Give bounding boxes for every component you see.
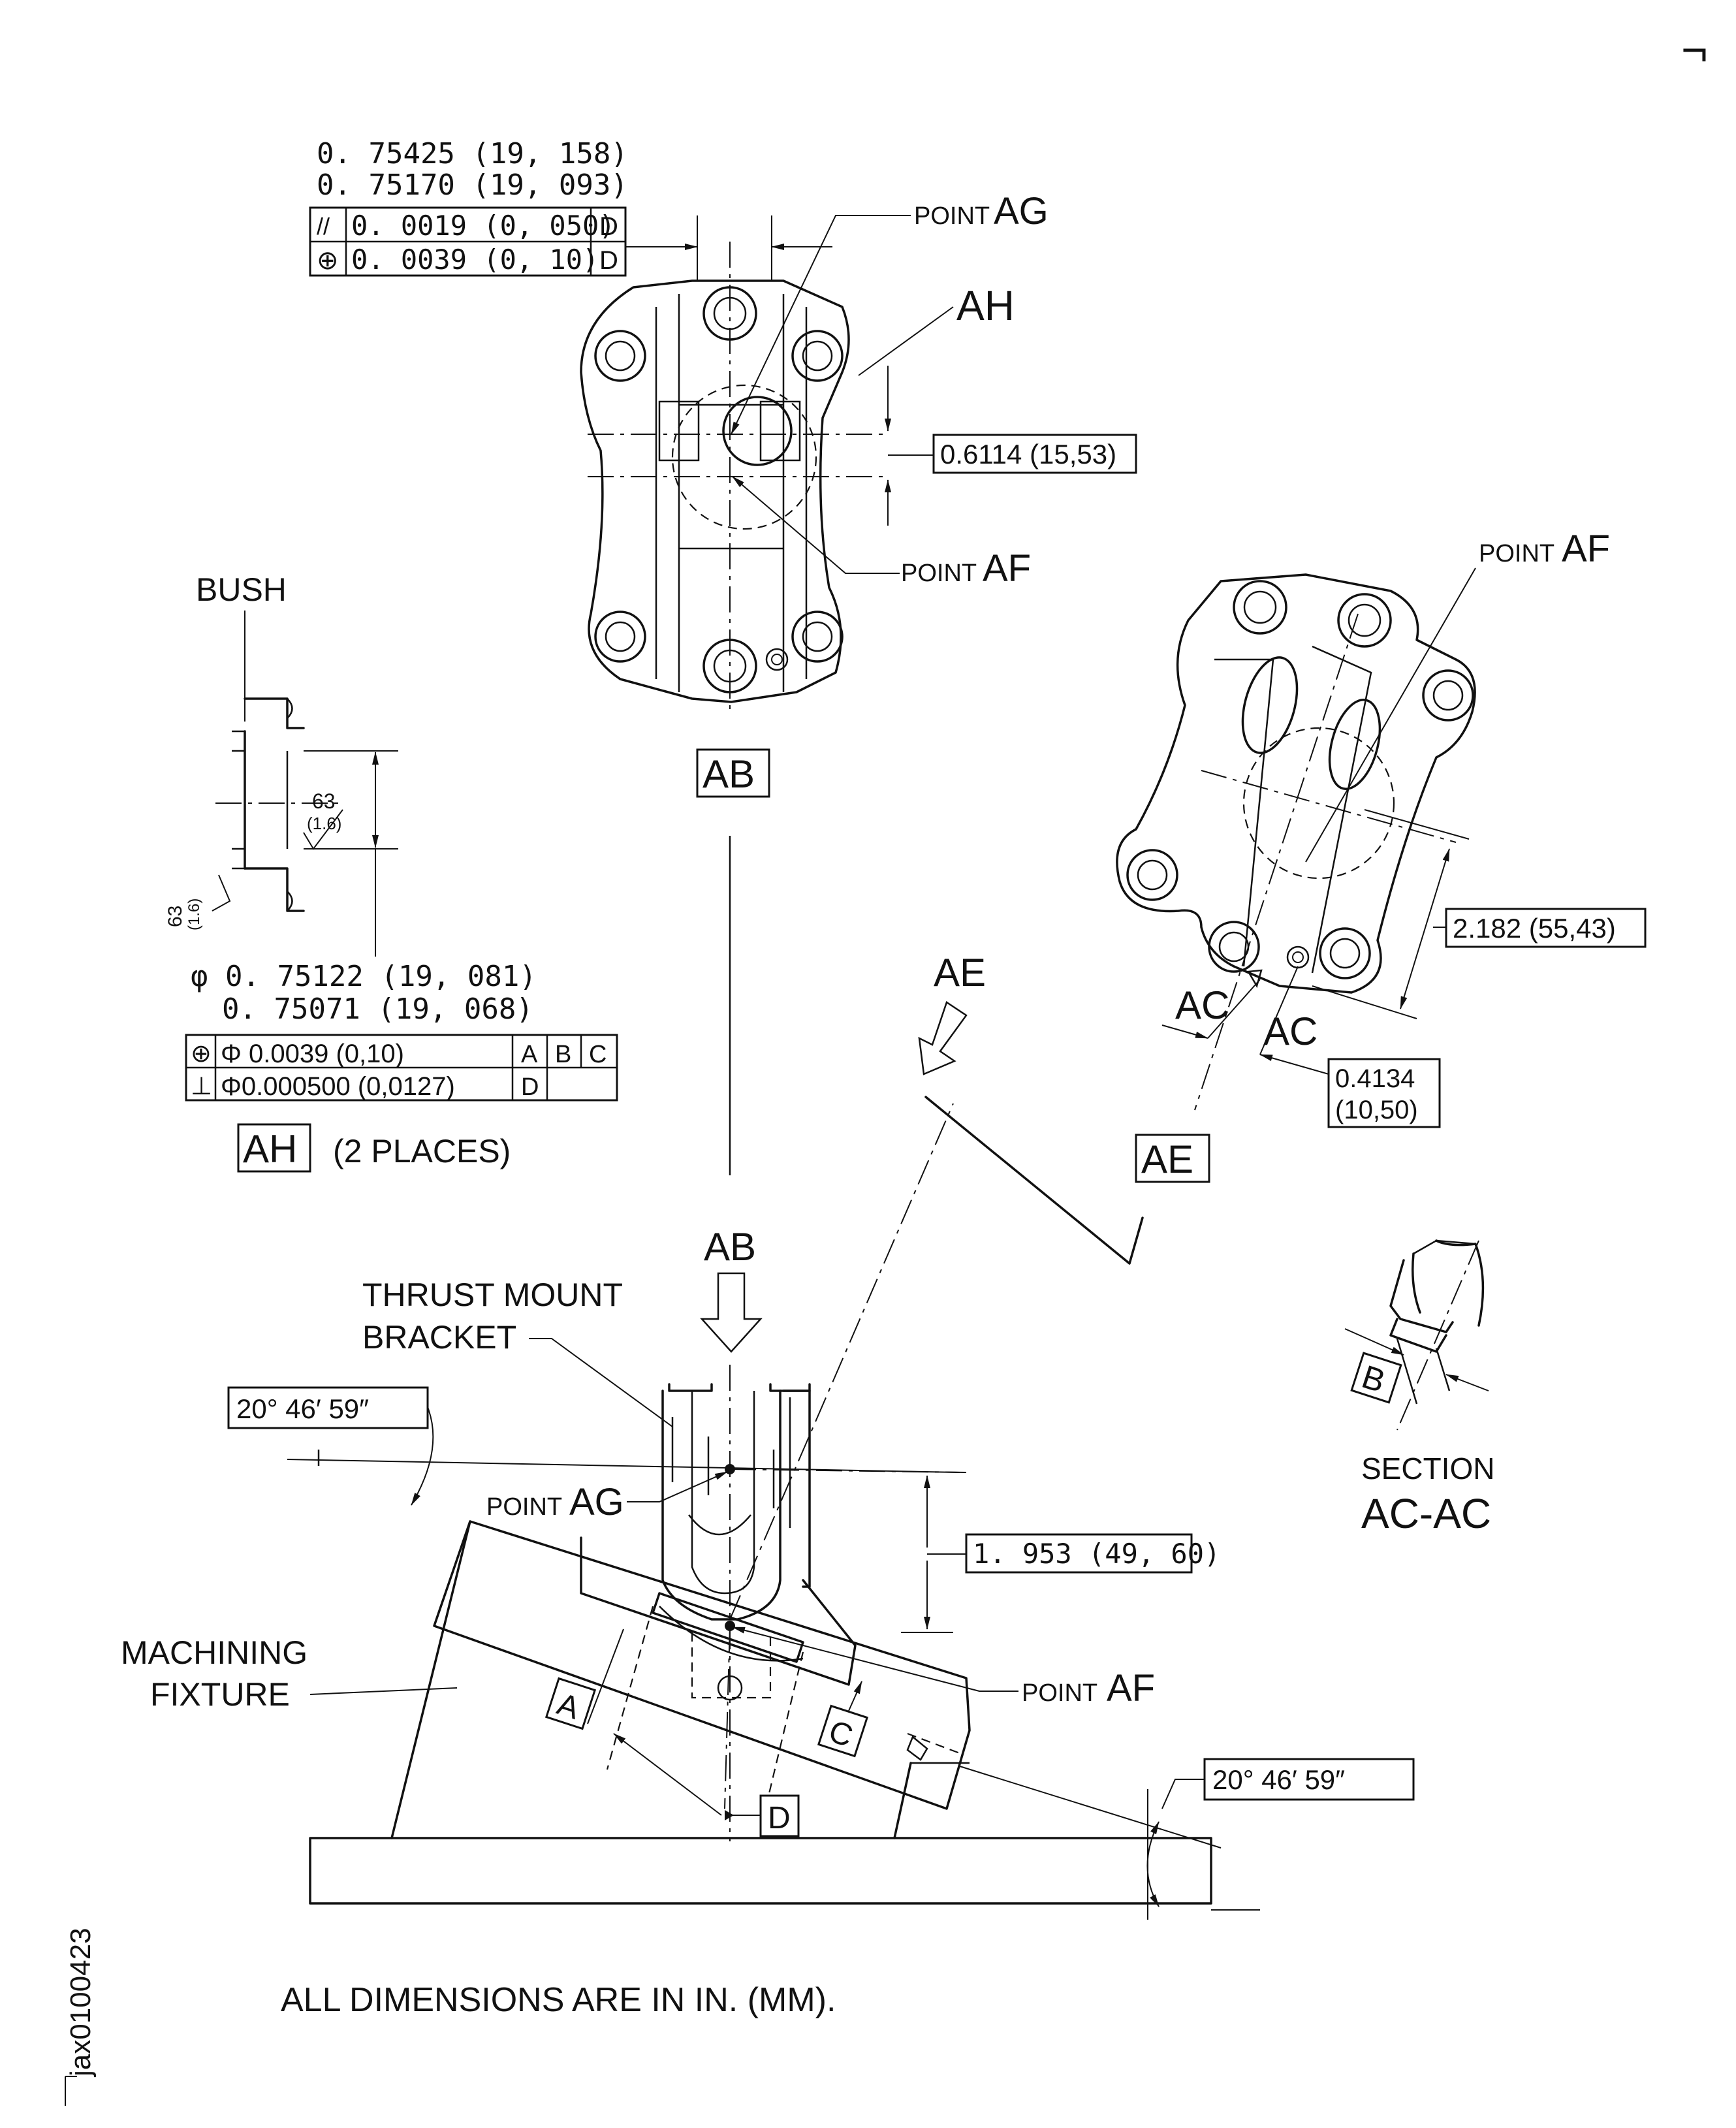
ae-point-af-prefix: POINT bbox=[1479, 540, 1555, 567]
bracket-label: BRACKET bbox=[362, 1319, 516, 1356]
ab-point-ag-letters: AG bbox=[994, 190, 1049, 232]
ab-point-af-letters: AF bbox=[983, 547, 1031, 590]
section-title: SECTION bbox=[1361, 1452, 1494, 1485]
bush-position-symbol: ⊕ bbox=[191, 1040, 212, 1068]
corner-mark: ¬ bbox=[1681, 24, 1708, 75]
main-height-dimension: 1. 953 (49, 60) bbox=[973, 1538, 1220, 1570]
bush-finish-2: 63 bbox=[165, 906, 186, 927]
ab-fcf-datum-1: D bbox=[599, 212, 618, 241]
bush-diameter-upper: φ 0. 75122 (19, 081) bbox=[191, 960, 537, 993]
main-point-ag-letters: AG bbox=[569, 1481, 624, 1523]
ae-section-ac-2: AC bbox=[1263, 1009, 1318, 1053]
angle-bottom-label: 20° 46′ 59″ bbox=[1212, 1764, 1345, 1795]
bush-places: (2 PLACES) bbox=[333, 1133, 511, 1169]
ae-point-af-letters: AF bbox=[1562, 528, 1610, 570]
thrust-mount-label: THRUST MOUNT bbox=[362, 1277, 623, 1313]
view-ae-label: AE bbox=[1141, 1137, 1193, 1181]
view-ah-label: AH bbox=[243, 1127, 297, 1171]
view-direction-ae: AE bbox=[918, 951, 1144, 1265]
ae-long-dimension: 2.182 (55,43) bbox=[1453, 913, 1616, 944]
ab-fcf-datum-2: D bbox=[599, 246, 618, 275]
ae-short-dimension-inch: 0.4134 bbox=[1335, 1064, 1415, 1093]
ab-fcf-value-1: 0. 0019 (0, 050) bbox=[351, 210, 616, 242]
ab-ah-label: AH bbox=[956, 282, 1015, 329]
main-point-af-letters: AF bbox=[1107, 1667, 1155, 1709]
drawing-id: jax0100423 bbox=[65, 1928, 97, 2078]
bush-detail: BUSH 63 (1.6) 63 (1.6) φ 0. 75122 (19, 0… bbox=[165, 571, 618, 1173]
ab-feature-control-frame: // 0. 0019 (0, 050) D ⊕ 0. 0039 (0, 10) … bbox=[309, 206, 627, 277]
ab-point-af-prefix: POINT bbox=[901, 560, 977, 587]
section-ac-ac: B SECTION AC-AC bbox=[1344, 1239, 1494, 1537]
ab-point-ag-prefix: POINT bbox=[914, 202, 990, 230]
ab-upper-dimension: 0. 75425 (19, 158) bbox=[317, 137, 628, 170]
bush-fcf-datum-a: A bbox=[521, 1041, 538, 1068]
ae-section-ac-1: AC bbox=[1175, 983, 1229, 1027]
view-ae: POINT AF 2.182 (55,43) 0.4134 (10,50) bbox=[1116, 528, 1647, 1183]
main-view: AB THRUST MOUNT BRACKET 20° 46′ 59″ bbox=[121, 1103, 1415, 1920]
angle-top-label: 20° 46′ 59″ bbox=[236, 1393, 369, 1424]
bush-finish-1-mm: (1.6) bbox=[307, 814, 341, 833]
position-symbol: ⊕ bbox=[317, 246, 339, 275]
datum-d-label: D bbox=[768, 1801, 791, 1835]
bush-feature-control-frame: ⊕ Φ 0.0039 (0,10) A B C ⊥ Φ0.000500 (0,0… bbox=[185, 1034, 618, 1102]
bush-fcf-datum-c: C bbox=[589, 1041, 607, 1068]
bush-fcf-value-2: Φ0.000500 (0,0127) bbox=[221, 1072, 455, 1101]
ab-offset-dimension: 0.6114 (15,53) bbox=[940, 439, 1116, 469]
ab-lower-dimension: 0. 75170 (19, 093) bbox=[317, 168, 628, 202]
perpendicularity-symbol: ⊥ bbox=[191, 1073, 212, 1100]
bush-fcf-datum-d: D bbox=[521, 1073, 539, 1101]
fixture-label: FIXTURE bbox=[150, 1676, 290, 1713]
bush-finish-1: 63 bbox=[312, 789, 336, 813]
bush-finish-2-mm: (1.6) bbox=[185, 898, 203, 930]
bush-diameter-lower: 0. 75071 (19, 068) bbox=[222, 993, 533, 1026]
view-ab-label: AB bbox=[702, 752, 755, 796]
main-arrow-ab-label: AB bbox=[704, 1225, 756, 1269]
view-ab: 0. 75425 (19, 158) 0. 75170 (19, 093) //… bbox=[309, 137, 1137, 1175]
bush-fcf-value-1: Φ 0.0039 (0,10) bbox=[221, 1040, 404, 1068]
ab-fcf-value-2: 0. 0039 (0, 10) bbox=[351, 244, 599, 276]
main-point-af-prefix: POINT bbox=[1022, 1679, 1097, 1707]
main-point-ag-prefix: POINT bbox=[486, 1493, 562, 1521]
ae-short-dimension-mm: (10,50) bbox=[1335, 1096, 1418, 1124]
units-note: ALL DIMENSIONS ARE IN IN. (MM). bbox=[281, 1981, 836, 2019]
machining-label: MACHINING bbox=[121, 1634, 308, 1671]
bush-title: BUSH bbox=[196, 571, 287, 608]
parallelism-symbol: // bbox=[317, 213, 330, 240]
ae-arrow-label: AE bbox=[934, 951, 986, 994]
section-name: AC-AC bbox=[1361, 1490, 1491, 1537]
bush-fcf-datum-b: B bbox=[555, 1041, 571, 1068]
